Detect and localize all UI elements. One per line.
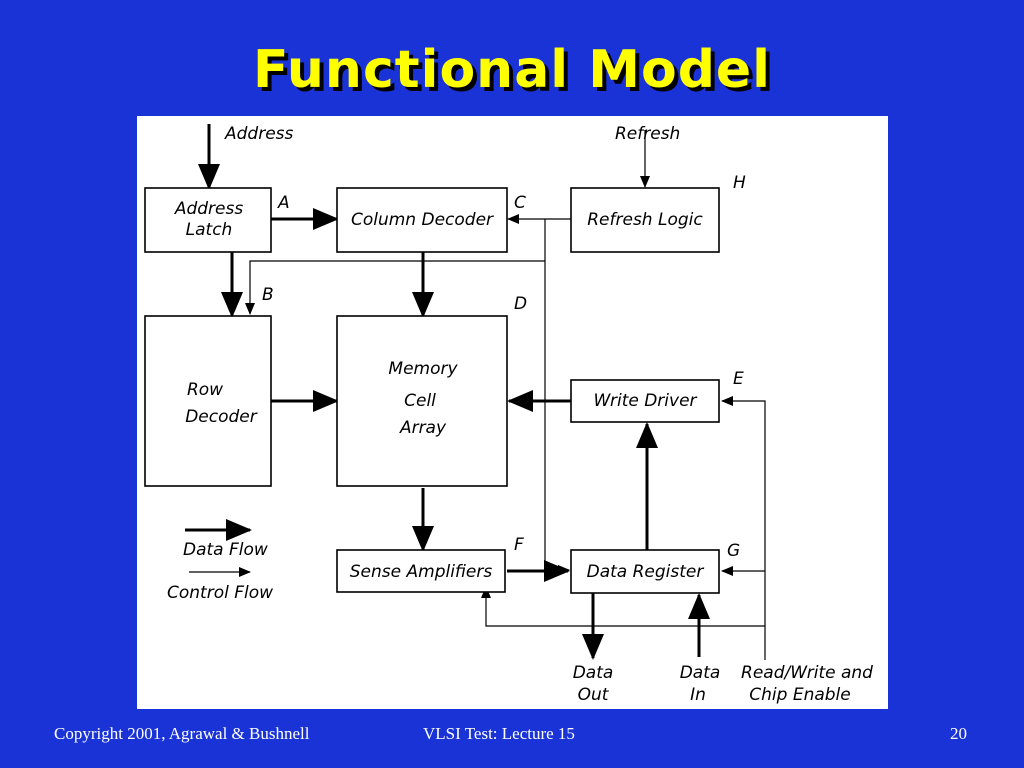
data-register-label: Data Register [587, 562, 705, 582]
fault-label-g: G [727, 541, 740, 561]
refresh-to-row-line [245, 260, 545, 315]
slide-title: Functional Model [252, 40, 772, 100]
sense-amplifiers-label: Sense Amplifiers [350, 562, 493, 582]
read-write-label-line2: Chip Enable [749, 685, 850, 705]
footer-page-number: 20 [950, 724, 967, 743]
refresh-bus-line [544, 219, 570, 575]
legend-data-flow-label: Data Flow [183, 540, 268, 560]
block-diagram: Address Latch Column Decoder Refresh Log… [137, 116, 888, 709]
footer-course: VLSI Test: Lecture 15 [423, 724, 575, 743]
array-label: Array [399, 418, 447, 438]
row-decoder-label-line1: Row [187, 380, 223, 400]
data-in-label-line1: Data [680, 663, 721, 683]
data-out-label-line2: Out [578, 685, 610, 705]
fault-label-a: A [277, 193, 290, 213]
fault-label-b: B [262, 285, 274, 305]
column-decoder-label: Column Decoder [351, 210, 494, 230]
address-latch-label-line1: Address [174, 199, 244, 219]
row-decoder-block: Row Decoder [144, 315, 272, 487]
write-driver-block: Write Driver [570, 379, 720, 423]
fault-label-e: E [733, 369, 744, 389]
data-register-block: Data Register [570, 549, 720, 594]
fault-label-h: H [733, 173, 746, 193]
address-signal-label: Address [224, 124, 294, 144]
legend-control-flow-label: Control Flow [167, 583, 273, 603]
write-driver-label: Write Driver [593, 391, 697, 411]
data-in-label-line2: In [690, 685, 706, 705]
memory-cell-array-block: Memory Cell Array [336, 315, 508, 487]
footer-copyright: Copyright 2001, Agrawal & Bushnell [54, 724, 310, 743]
data-out-label-line1: Data [573, 663, 614, 683]
sense-amplifiers-block: Sense Amplifiers [336, 549, 506, 593]
address-latch-label-line2: Latch [186, 220, 233, 240]
fault-label-c: C [514, 193, 526, 213]
read-write-bus-line [721, 396, 766, 660]
memory-label: Memory [388, 359, 458, 379]
refresh-logic-label: Refresh Logic [587, 210, 703, 230]
address-latch-block: Address Latch [144, 187, 272, 253]
column-decoder-block: Column Decoder [336, 187, 508, 253]
cell-label: Cell [404, 391, 436, 411]
fault-label-f: F [514, 535, 524, 555]
row-decoder-label-line2: Decoder [185, 407, 258, 427]
read-write-label-line1: Read/Write and [741, 663, 873, 683]
read-write-to-sense-line [481, 586, 765, 627]
fault-label-d: D [514, 294, 527, 314]
refresh-signal-label: Refresh [615, 124, 680, 144]
refresh-logic-block: Refresh Logic [570, 187, 720, 253]
legend: Data Flow Control Flow [167, 519, 273, 603]
